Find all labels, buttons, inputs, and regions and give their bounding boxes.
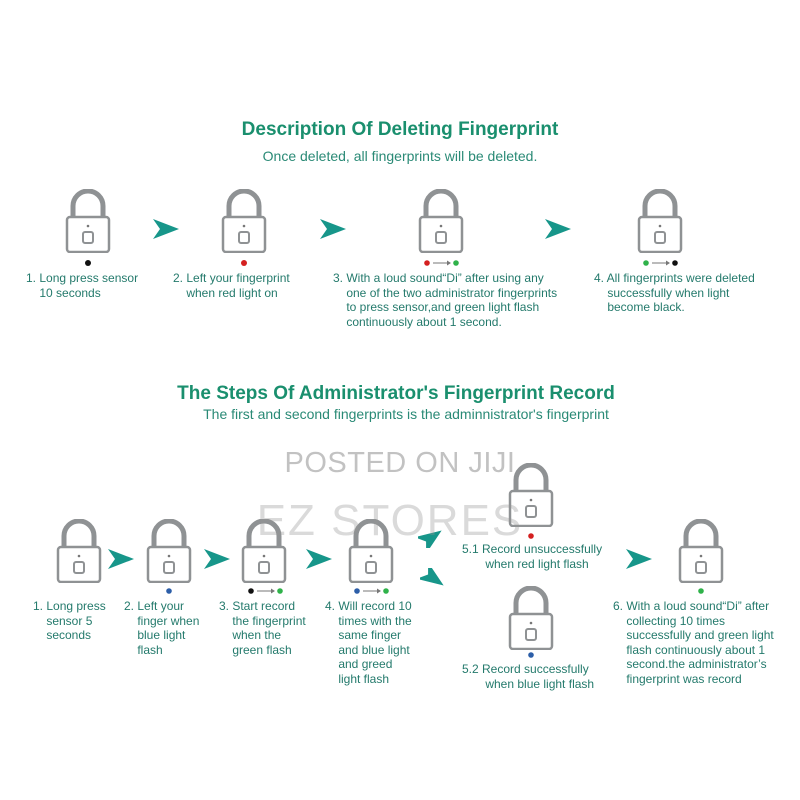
section2-step-1-text: 1. Long press sensor 5 seconds (33, 599, 106, 642)
blue-led-indicator (166, 588, 172, 594)
arrow-right-icon (545, 219, 571, 239)
arrow-right-icon (153, 219, 179, 239)
section2-step-4-text: 4. Will record 10 times with the same fi… (325, 599, 412, 686)
padlock-icon (65, 189, 111, 253)
black-to-green-led-indicator (248, 588, 283, 594)
padlock-icon (418, 189, 464, 253)
section1-step-4-text: 4. All fingerprints were deleted success… (594, 271, 755, 314)
section2-title: The Steps Of Administrator's Fingerprint… (177, 383, 615, 404)
green-led-indicator (698, 588, 704, 594)
padlock-icon (508, 463, 554, 527)
padlock-icon (637, 189, 683, 253)
section1-step-3-text: 3. With a loud sound“Di” after using any… (333, 271, 558, 329)
section2-step-5-1-text: 5.1 Record unsuccessfully when red light… (462, 542, 603, 571)
arrow-right-icon (204, 549, 230, 569)
arrow-down-right-icon (420, 568, 444, 586)
arrow-right-icon (320, 219, 346, 239)
section2-step-5-2-text: 5.2 Record successfully when blue light … (462, 662, 595, 691)
padlock-icon (508, 586, 554, 650)
section2-step-3-text: 3. Start record the fingerprint when the… (219, 599, 306, 657)
padlock-icon (678, 519, 724, 583)
section1-subtitle: Once deleted, all fingerprints will be d… (262, 148, 538, 164)
padlock-icon (221, 189, 267, 253)
arrow-right-icon (626, 549, 652, 569)
padlock-icon (56, 519, 102, 583)
padlock-icon (348, 519, 394, 583)
watermark-store-name: EZ STORES (256, 496, 524, 545)
arrow-right-icon (306, 549, 332, 569)
padlock-icon (146, 519, 192, 583)
red-led-indicator (528, 533, 534, 539)
watermark-posted-on: POSTED ON JIJI (284, 447, 516, 479)
section1-step-2-text: 2. Left your fingerprint when red light … (173, 271, 290, 300)
padlock-icon (241, 519, 287, 583)
arrow-right-icon (108, 549, 134, 569)
section2-step-2-text: 2. Left your finger when blue light flas… (124, 599, 200, 657)
arrow-up-right-icon (418, 530, 442, 548)
section1-title: Description Of Deleting Fingerprint (241, 119, 559, 140)
section2-step-6-text: 6. With a loud sound“Di” after collectin… (613, 599, 774, 686)
black-led-indicator (85, 260, 91, 266)
section2-subtitle: The first and second fingerprints is the… (203, 406, 609, 422)
section1-step-1-text: 1. Long press sensor 10 seconds (26, 271, 139, 300)
blue-to-green-led-indicator (354, 588, 389, 594)
blue-led-indicator (528, 652, 534, 658)
red-led-indicator (241, 260, 247, 266)
red-to-green-led-indicator (424, 260, 459, 266)
green-to-black-led-indicator (643, 260, 678, 266)
